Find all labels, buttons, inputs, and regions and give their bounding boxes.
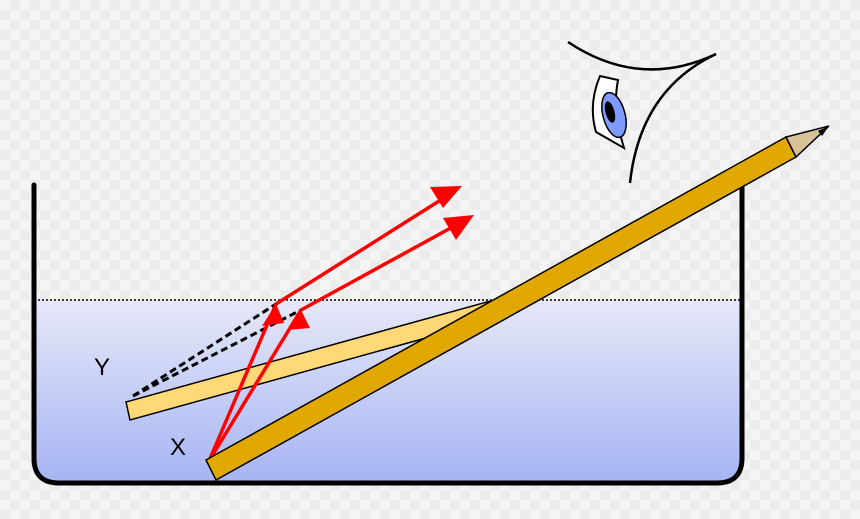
ray-1-underwater [207,303,278,462]
water [34,300,742,483]
beaker [31,182,745,486]
ray-2-arrowhead-surface [288,310,310,330]
ray-2-arrowhead-top [443,215,474,240]
ray-1-refracted [275,194,448,306]
virtual-ray-1 [132,302,277,398]
eye-icon [567,40,717,184]
ray-1-arrowhead-surface [262,304,284,326]
ray-2-underwater [207,309,303,462]
pencil-lead [818,126,829,136]
ray-2-refracted [300,222,459,312]
label-y: Y [94,354,111,381]
pencil-tip [784,125,830,159]
ray-1-arrowhead-top [430,186,462,208]
label-x: X [170,434,187,461]
